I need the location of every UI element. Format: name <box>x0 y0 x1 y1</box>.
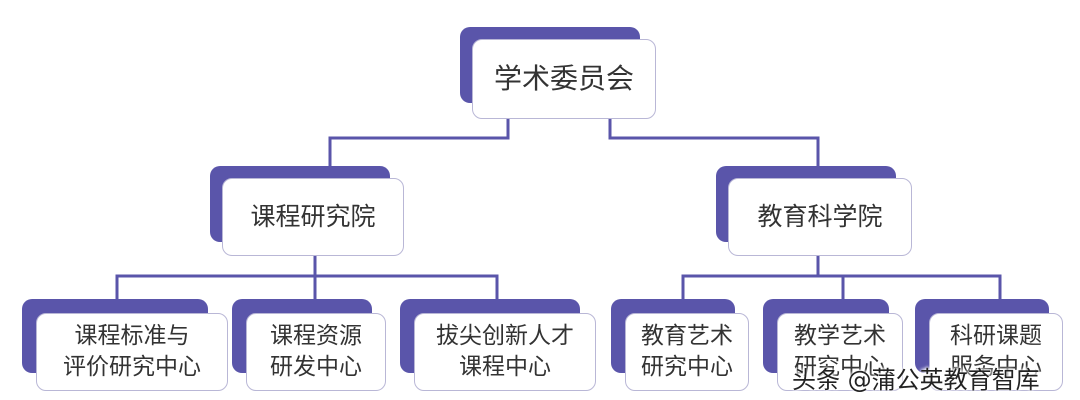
leaf-node-standards-evaluation-label: 课程标准与 评价研究中心 <box>63 322 201 380</box>
leaf-node-teaching-art: 教学艺术 研究中心 <box>763 299 905 393</box>
leaf-node-research-service-box: 科研课题 服务中心 <box>929 313 1063 391</box>
leaf-node-education-art: 教育艺术 研究中心 <box>611 299 751 393</box>
leaf-node-talent-curriculum-box: 拔尖创新人才 课程中心 <box>414 313 596 391</box>
branch-node-curriculum-label: 课程研究院 <box>250 202 376 232</box>
branch-node-education-science: 教育科学院 <box>716 166 914 258</box>
leaf-node-standards-evaluation-box: 课程标准与 评价研究中心 <box>36 313 228 391</box>
leaf-node-talent-curriculum: 拔尖创新人才 课程中心 <box>400 299 598 393</box>
leaf-node-resource-development: 课程资源 研发中心 <box>232 299 388 393</box>
branch-node-curriculum-box: 课程研究院 <box>222 178 404 256</box>
leaf-node-resource-development-label: 课程资源 研发中心 <box>270 322 362 380</box>
root-node-label: 学术委员会 <box>493 62 634 96</box>
leaf-node-resource-development-box: 课程资源 研发中心 <box>246 313 386 391</box>
leaf-node-education-art-box: 教育艺术 研究中心 <box>625 313 749 391</box>
leaf-node-research-service: 科研课题 服务中心 <box>915 299 1065 393</box>
root-node-box: 学术委员会 <box>472 39 656 119</box>
leaf-node-talent-curriculum-label: 拔尖创新人才 课程中心 <box>436 322 574 380</box>
leaf-node-research-service-label: 科研课题 服务中心 <box>950 322 1042 380</box>
branch-node-education-science-box: 教育科学院 <box>728 178 912 256</box>
leaf-node-teaching-art-box: 教学艺术 研究中心 <box>777 313 903 391</box>
branch-node-curriculum: 课程研究院 <box>210 166 406 258</box>
branch-node-education-science-label: 教育科学院 <box>757 202 883 232</box>
leaf-node-standards-evaluation: 课程标准与 评价研究中心 <box>22 299 230 393</box>
watermark: 头条 @蒲公英教育智库 <box>792 366 1040 394</box>
leaf-node-teaching-art-label: 教学艺术 研究中心 <box>794 322 886 380</box>
leaf-node-education-art-label: 教育艺术 研究中心 <box>641 322 733 380</box>
root-node: 学术委员会 <box>460 27 658 121</box>
